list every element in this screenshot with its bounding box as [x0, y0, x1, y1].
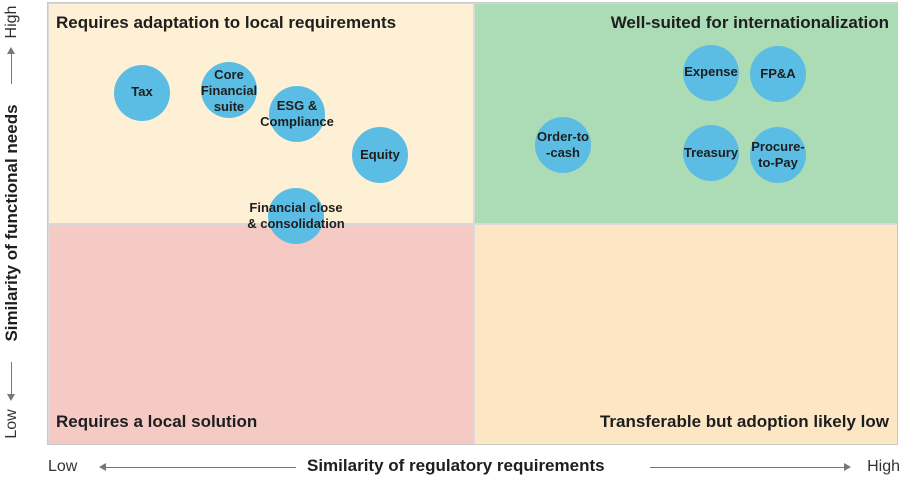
- y-axis-title: Similarity of functional needs: [2, 104, 21, 342]
- bubble-label-tax: Tax: [131, 84, 153, 99]
- y-axis: High Similarity of functional needs Low: [0, 0, 30, 450]
- bubble-label-order-to-cash: Order-to -cash: [537, 129, 589, 160]
- bubble-esg-compliance: [269, 86, 325, 142]
- bubble-order-to-cash: [535, 117, 591, 173]
- bubble-financial-close: [268, 188, 324, 244]
- bubble-treasury: [683, 125, 739, 181]
- bubble-label-esg-compliance: ESG & Compliance: [260, 98, 334, 129]
- x-axis: Low Similarity of regulatory requirement…: [0, 452, 900, 480]
- bubble-label-fpa: FP&A: [760, 66, 796, 81]
- bubble-label-core-financial-suite: Core Financial suite: [200, 67, 258, 114]
- x-axis-right-arrow: [650, 463, 851, 471]
- bubble-expense: [683, 45, 739, 101]
- bubble-label-financial-close: Financial close & consolidation: [247, 200, 345, 231]
- bubble-core-financial-suite: [201, 62, 257, 118]
- quadrant-bottom-right: Transferable but adoption likely low: [475, 225, 897, 444]
- bubble-tax: [114, 65, 170, 121]
- x-axis-left-arrow: [99, 463, 296, 471]
- quadrant-top-right: Well-suited for internationalization: [475, 4, 897, 223]
- bubble-equity: [352, 127, 408, 183]
- quadrant-label-bottom-right: Transferable but adoption likely low: [599, 412, 889, 431]
- quadrant-label-top-left: Requires adaptation to local requirement…: [56, 13, 397, 32]
- quadrant-label-top-right: Well-suited for internationalization: [610, 13, 889, 32]
- bubble-fpa: [750, 46, 806, 102]
- x-axis-title: Similarity of regulatory requirements: [307, 456, 605, 475]
- quadrant-bottom-left: Requires a local solution: [49, 225, 473, 444]
- y-axis-down-arrow: [7, 362, 15, 401]
- bubble-label-treasury: Treasury: [683, 145, 739, 160]
- y-axis-high-label: High: [3, 5, 20, 39]
- quadrant-top-left: Requires adaptation to local requirement…: [49, 4, 473, 223]
- quadrant-label-bottom-left: Requires a local solution: [56, 412, 258, 431]
- bubble-procure-to-pay: [750, 127, 806, 183]
- bubble-label-expense: Expense: [684, 64, 738, 79]
- x-axis-high-label: High: [867, 458, 900, 475]
- y-axis-low-label: Low: [3, 409, 20, 439]
- bubble-label-equity: Equity: [360, 147, 400, 162]
- x-axis-low-label: Low: [48, 458, 78, 475]
- y-axis-up-arrow: [7, 47, 15, 84]
- bubble-label-procure-to-pay: Procure- to-Pay: [751, 139, 805, 170]
